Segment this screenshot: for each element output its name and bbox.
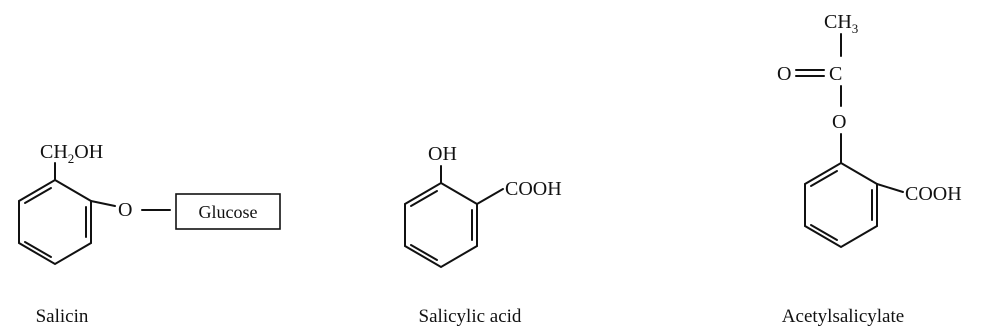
salicin-name: Salicin — [36, 306, 89, 327]
salicin-structure: CH2OH O Glucose Salicin — [18, 141, 281, 327]
salicin-ring-double-bond-2 — [24, 241, 52, 258]
salicin-ring-o-bond — [90, 200, 116, 207]
salicylic-hydroxyl-label: OH — [428, 143, 457, 165]
acetyl-methyl-label: CH3 — [824, 11, 858, 36]
acetyl-carboxyl-label: COOH — [905, 183, 962, 205]
salicylic-acid-structure: OH COOH Salicylic acid — [404, 143, 562, 327]
acetyl-carbon: C — [829, 63, 842, 85]
salicylic-cooh-bond — [476, 188, 504, 205]
salicin-glucose-box — [175, 193, 281, 230]
salicylic-acid-name: Salicylic acid — [419, 306, 522, 327]
acetylsalicylate-benzene-ring — [804, 161, 878, 249]
salicin-glucose-label: Glucose — [199, 202, 258, 222]
salicin-ether-oxygen: O — [118, 199, 132, 221]
acetylsalicylate-structure: CH3 O C O COOH Acetylsalicylate — [777, 11, 962, 327]
salicin-benzene-ring — [18, 178, 92, 266]
acetyl-cooh-bond — [876, 183, 904, 193]
salicylic-ring-double-bond-2 — [410, 244, 438, 261]
acetylsalicylate-name: Acetylsalicylate — [782, 306, 904, 327]
acetyl-ester-oxygen: O — [832, 111, 846, 133]
salicylic-benzene-ring — [404, 181, 478, 269]
acetyl-ring-double-bond-2 — [810, 224, 838, 241]
salicin-ring-double-bond-3 — [24, 187, 52, 204]
acetyl-ring-double-bond-3 — [810, 170, 838, 187]
salicylic-carboxyl-label: COOH — [505, 178, 562, 200]
salicin-ch2oh-label: CH2OH — [40, 141, 103, 166]
acetyl-carbonyl-oxygen: O — [777, 63, 791, 85]
salicylic-ring-double-bond-3 — [410, 190, 438, 207]
